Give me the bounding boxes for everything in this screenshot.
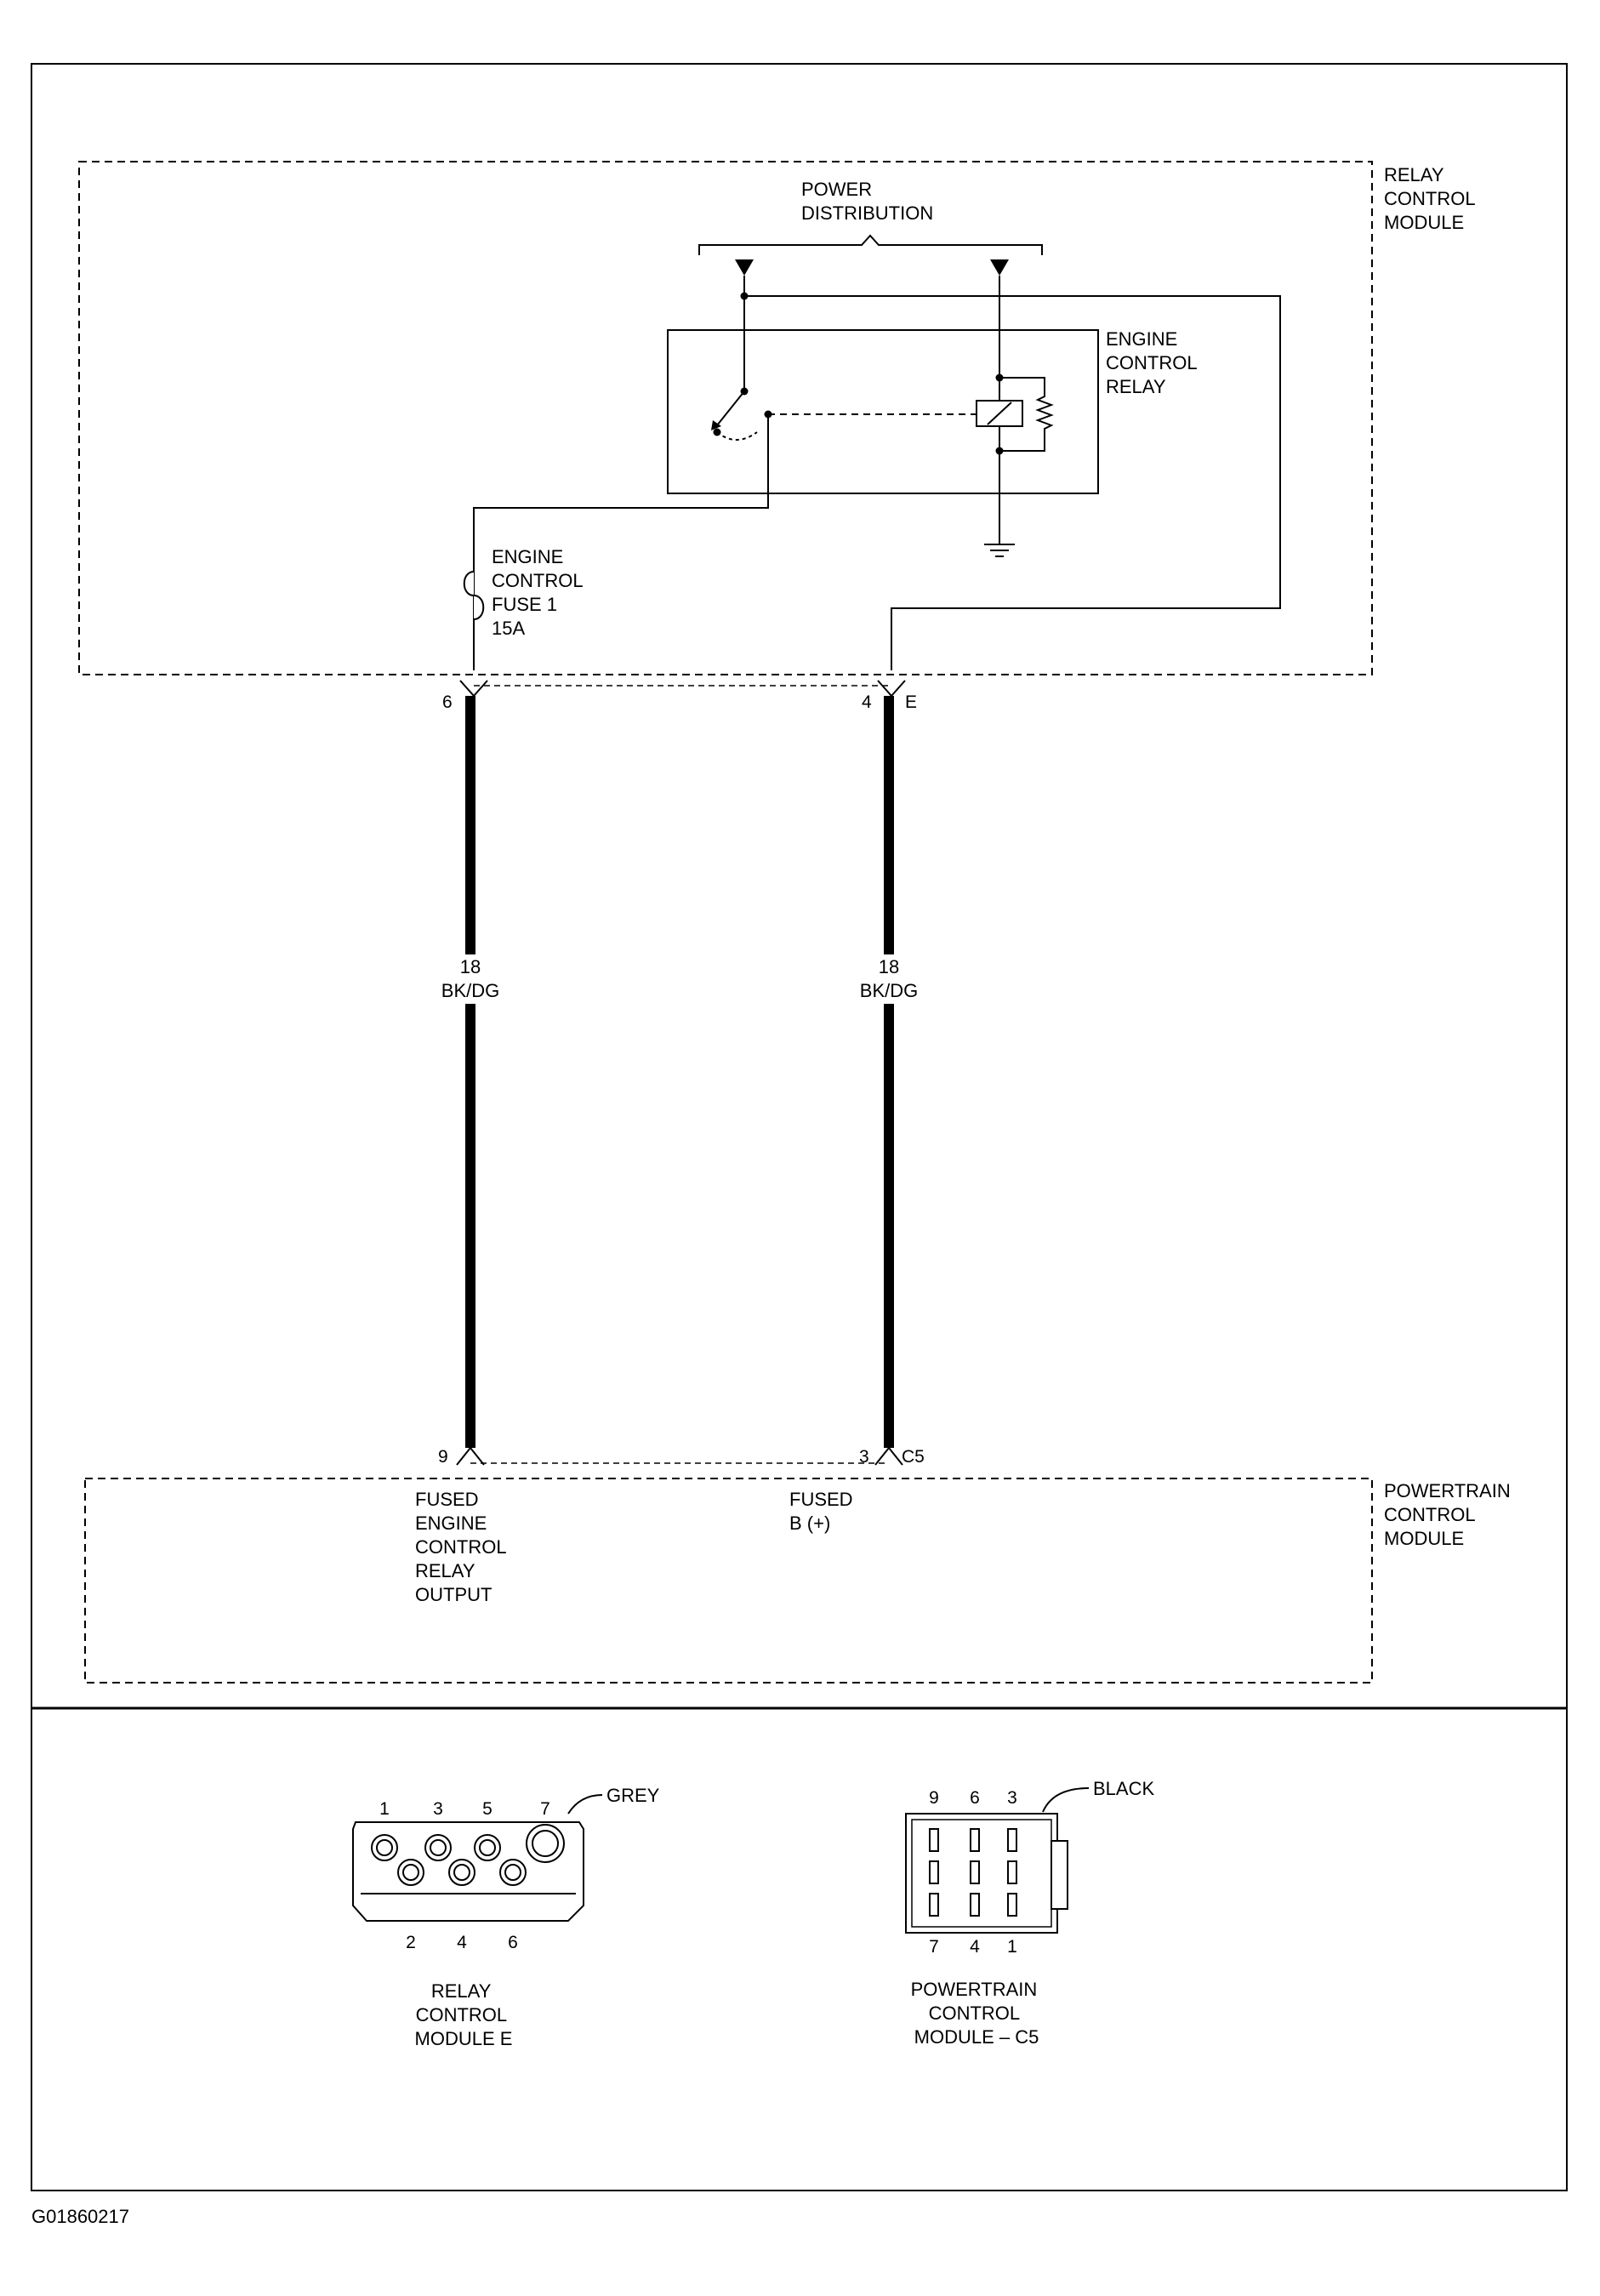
figure-id: G01860217 <box>31 2206 129 2227</box>
rcm-e-cavity-4-inner <box>453 1864 470 1881</box>
wire-2-top-connector: E <box>905 692 917 712</box>
pcm-c5-black-leader <box>1042 1787 1090 1813</box>
engine-control-relay-box <box>667 329 1099 494</box>
pcm-c5-cavity-1 <box>1007 1893 1017 1917</box>
powertrain-control-module-label: POWERTRAIN CONTROL MODULE <box>1384 1480 1516 1549</box>
engine-control-relay-label: ENGINE CONTROL RELAY <box>1106 328 1202 397</box>
fuse-icon <box>463 571 485 620</box>
pcm-c5-connector-body <box>905 1813 1058 1934</box>
wire-1-color: BK/DG <box>441 980 499 1001</box>
rcm-e-pin-7: 7 <box>540 1799 550 1819</box>
pcm-c5-cavity-8 <box>929 1860 939 1884</box>
rcm-e-cavity-1 <box>371 1834 398 1861</box>
rcm-e-cavity-3-inner <box>430 1839 447 1856</box>
rcm-e-caption: RELAY CONTROL MODULE E <box>415 1980 513 2049</box>
rcm-e-cavity-5 <box>474 1834 501 1861</box>
rcm-e-cavity-4 <box>448 1859 475 1886</box>
power-feed-left-arrow <box>735 259 754 276</box>
terminal-chevron-pcm-pin-3 <box>874 1446 903 1466</box>
wire-1-gauge: 18 <box>460 956 481 977</box>
pcm-c5-cavity-3 <box>1007 1828 1017 1852</box>
rcm-e-pin-1: 1 <box>379 1799 390 1819</box>
rcm-e-pin-4: 4 <box>457 1933 467 1952</box>
fused-b-bypass-wire <box>744 295 1281 670</box>
pcm-c5-cavity-2 <box>1007 1860 1017 1884</box>
terminal-chevron-rcm-pin-4 <box>877 680 906 698</box>
terminal-chevron-rcm-pin-6 <box>459 680 488 698</box>
pcm-c5-color-label: BLACK <box>1093 1778 1154 1799</box>
rcm-e-grey-leader <box>567 1794 603 1815</box>
powertrain-control-module-box <box>84 1478 1373 1684</box>
pcm-c5-pin-7: 7 <box>929 1937 939 1957</box>
pcm-c5-pin-3: 3 <box>1007 1788 1017 1808</box>
wire-2-bottom-connector: C5 <box>902 1447 925 1467</box>
relay-switch-arrowhead <box>711 420 721 430</box>
rcm-e-pin-2: 2 <box>406 1933 416 1952</box>
wire-1-top-pin: 6 <box>442 692 453 712</box>
wire-2-bottom-pin: 3 <box>859 1447 869 1467</box>
pcm-c5-caption: POWERTRAIN CONTROL MODULE – C5 <box>911 1979 1043 2048</box>
pcm-c5-cavity-7 <box>929 1893 939 1917</box>
rcm-e-cavity-6-inner <box>504 1864 521 1881</box>
rcm-e-cavity-1-inner <box>376 1839 393 1856</box>
rcm-e-cavity-3 <box>424 1834 452 1861</box>
rcm-e-pin-3: 3 <box>433 1799 443 1819</box>
outer-frame <box>31 63 1568 2191</box>
pcm-c5-cavity-4 <box>970 1893 980 1917</box>
pcm-c5-pin-9: 9 <box>929 1788 939 1808</box>
rcm-e-cavity-6 <box>499 1859 527 1886</box>
relay-coil-slash <box>987 402 1012 425</box>
wire-2-color: BK/DG <box>860 980 918 1001</box>
terminal-chevron-pcm-pin-9 <box>456 1446 485 1466</box>
rcm-e-cavity-7 <box>526 1824 565 1863</box>
pcm-c5-cavity-6 <box>970 1828 980 1852</box>
power-distribution-label: POWER DISTRIBUTION <box>801 179 933 224</box>
power-feed-right-arrow <box>990 259 1009 276</box>
power-distribution-brace <box>698 234 1043 255</box>
rcm-e-connector-body <box>352 1821 584 1922</box>
pcm-c5-pin-4: 4 <box>970 1937 980 1957</box>
relay-control-module-label: RELAY CONTROL MODULE <box>1384 164 1480 233</box>
rcm-e-cavity-2 <box>397 1859 424 1886</box>
relay-switch-link <box>716 431 758 441</box>
wire-1-bottom-pin: 9 <box>438 1447 448 1467</box>
pcm-c5-cavity-9 <box>929 1828 939 1852</box>
pcm-fused-b-plus-label: FUSED B (+) <box>789 1489 858 1534</box>
pcm-c5-pin-6: 6 <box>970 1788 980 1808</box>
relay-switch-arm <box>716 390 745 426</box>
rcm-e-cavity-5-inner <box>479 1839 496 1856</box>
rcm-e-color-label: GREY <box>606 1785 660 1806</box>
wire-2-top-pin: 4 <box>862 692 872 712</box>
pcm-fused-ecr-output-label: FUSED ENGINE CONTROL RELAY OUTPUT <box>415 1489 511 1605</box>
rcm-e-pin-5: 5 <box>482 1799 493 1819</box>
rcm-e-pin-6: 6 <box>508 1933 518 1952</box>
relay-control-module-box <box>78 161 1373 675</box>
rcm-e-cavity-7-inner <box>532 1830 559 1857</box>
rcm-e-cavity-2-inner <box>402 1864 419 1881</box>
wire-2-gauge: 18 <box>879 956 899 977</box>
fuse-label: ENGINE CONTROL FUSE 1 15A <box>492 546 588 639</box>
pcm-c5-lock-tab <box>1051 1840 1068 1910</box>
pcm-c5-cavity-5 <box>970 1860 980 1884</box>
pcm-c5-pin-1: 1 <box>1007 1937 1017 1957</box>
suppression-resistor-icon <box>999 377 1054 452</box>
